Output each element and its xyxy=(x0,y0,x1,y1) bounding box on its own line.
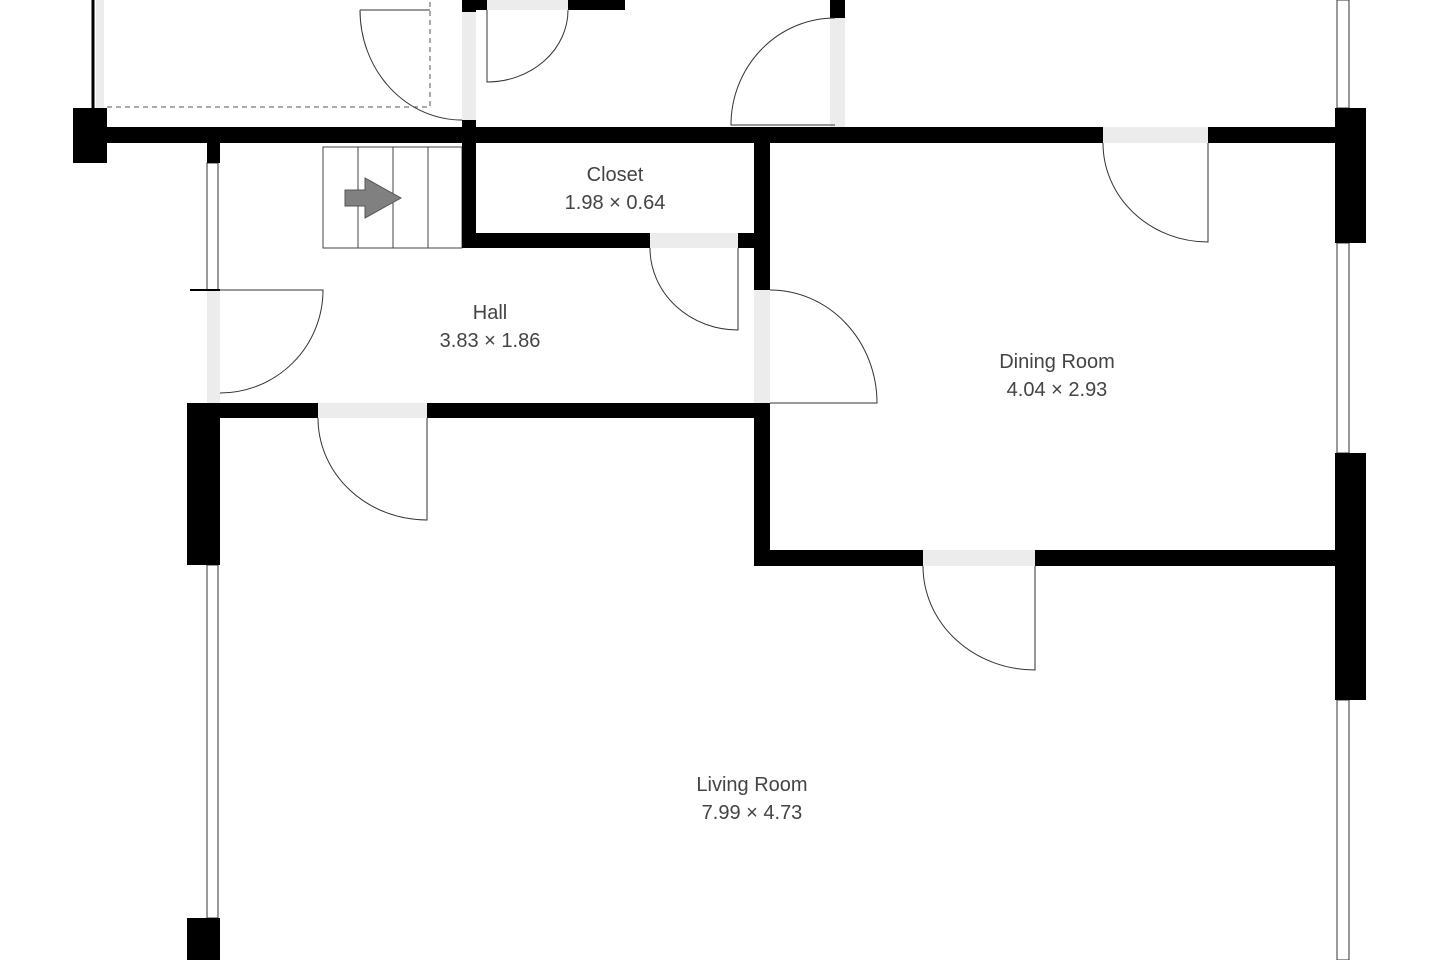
stair-arrow-icon xyxy=(344,177,403,219)
stairs xyxy=(322,146,463,249)
opening xyxy=(96,0,104,108)
room-dimensions: 7.99 × 4.73 xyxy=(701,802,803,824)
room-name: Dining Room xyxy=(999,351,1115,373)
door-swing xyxy=(317,417,428,521)
window xyxy=(1336,699,1350,960)
room-dimensions: 1.98 × 0.64 xyxy=(564,192,666,214)
door-swing xyxy=(922,565,1036,671)
door-swing xyxy=(1102,142,1209,243)
room-label-closet: Closet 1.98 × 0.64 xyxy=(565,161,666,217)
window xyxy=(1336,0,1350,109)
door-swing xyxy=(486,9,569,83)
door-swing xyxy=(359,9,463,121)
room-label-hall: Hall 3.83 × 1.86 xyxy=(440,299,541,355)
room-label-living-room: Living Room 7.99 × 4.73 xyxy=(696,771,807,827)
room-name: Hall xyxy=(472,302,508,324)
door-swing xyxy=(730,17,836,126)
room-name: Closet xyxy=(586,164,644,186)
door-swing xyxy=(219,289,324,394)
dashed-outline xyxy=(107,0,431,108)
door-swing xyxy=(769,289,878,404)
walls xyxy=(73,0,1366,960)
doors xyxy=(190,9,1209,671)
window xyxy=(206,564,219,919)
room-label-dining-room: Dining Room 4.04 × 2.93 xyxy=(999,348,1115,404)
window xyxy=(206,162,219,291)
door-swing xyxy=(649,247,739,331)
room-dimensions: 4.04 × 2.93 xyxy=(1006,379,1108,401)
room-dimensions: 3.83 × 1.86 xyxy=(439,330,541,352)
room-name: Living Room xyxy=(696,774,808,796)
window xyxy=(1336,242,1350,454)
